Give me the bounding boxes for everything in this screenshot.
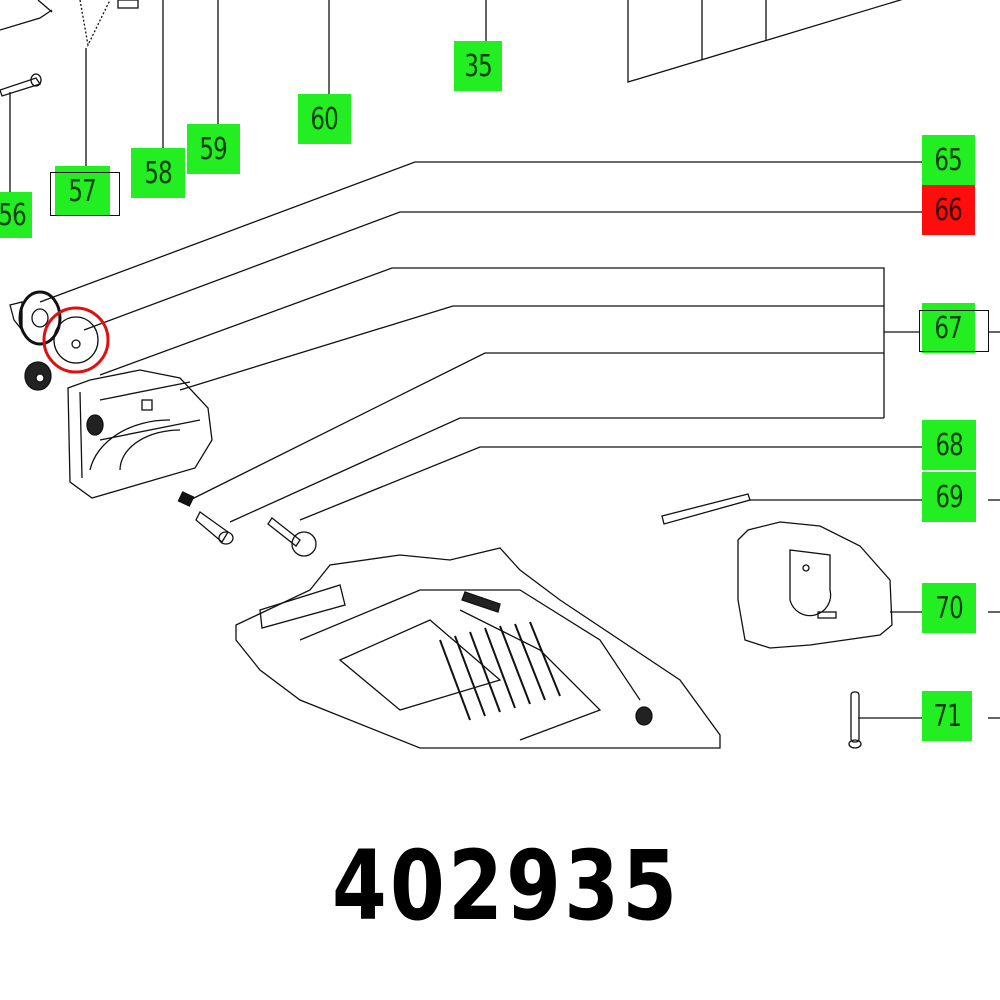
callout-56[interactable]: 56 — [0, 192, 32, 238]
top-right-housing — [627, 0, 903, 83]
callout-70-text: 70 — [935, 590, 963, 626]
base-plate-part — [235, 547, 721, 749]
callout-68-text: 68 — [935, 427, 963, 463]
pin-part — [848, 691, 862, 749]
callout-67-frame — [919, 310, 989, 352]
plate-part — [661, 493, 751, 525]
bracket-part — [67, 369, 213, 499]
knob-part — [9, 290, 62, 346]
callout-35-text: 35 — [464, 48, 492, 84]
callout-56-text: 56 — [0, 197, 27, 233]
callout-60-text: 60 — [310, 101, 339, 137]
selection-highlight-circle — [42, 306, 110, 374]
callout-59[interactable]: 59 — [187, 124, 240, 174]
callout-57-text: 57 — [68, 173, 97, 209]
callout-68[interactable]: 68 — [922, 420, 976, 470]
small-fasteners — [177, 491, 317, 557]
callout-58-text: 58 — [144, 155, 172, 191]
callout-71[interactable]: 71 — [922, 691, 972, 741]
callout-71-text: 71 — [933, 698, 961, 734]
callout-66-text: 66 — [934, 192, 963, 228]
top-left-parts — [0, 0, 487, 192]
callout-57-frame — [50, 172, 120, 216]
part-number: 402935 — [332, 830, 681, 942]
callout-67[interactable]: 67 — [922, 303, 975, 353]
callout-66-selected[interactable]: 66 — [922, 185, 975, 235]
callout-65-text: 65 — [934, 142, 963, 178]
callout-59-text: 59 — [199, 131, 228, 167]
callout-57[interactable]: 57 — [55, 166, 110, 216]
leader-lines — [39, 161, 1000, 719]
callout-69-text: 69 — [935, 479, 963, 515]
callout-60[interactable]: 60 — [298, 94, 351, 144]
callout-67-text: 67 — [934, 310, 963, 346]
washer-part — [53, 316, 99, 364]
callout-58[interactable]: 58 — [131, 148, 185, 198]
callout-69[interactable]: 69 — [922, 472, 976, 522]
callout-65[interactable]: 65 — [922, 135, 975, 185]
nut-part — [24, 361, 52, 391]
housing-part — [737, 521, 893, 649]
callout-35[interactable]: 35 — [454, 41, 502, 91]
callout-70[interactable]: 70 — [922, 583, 976, 633]
